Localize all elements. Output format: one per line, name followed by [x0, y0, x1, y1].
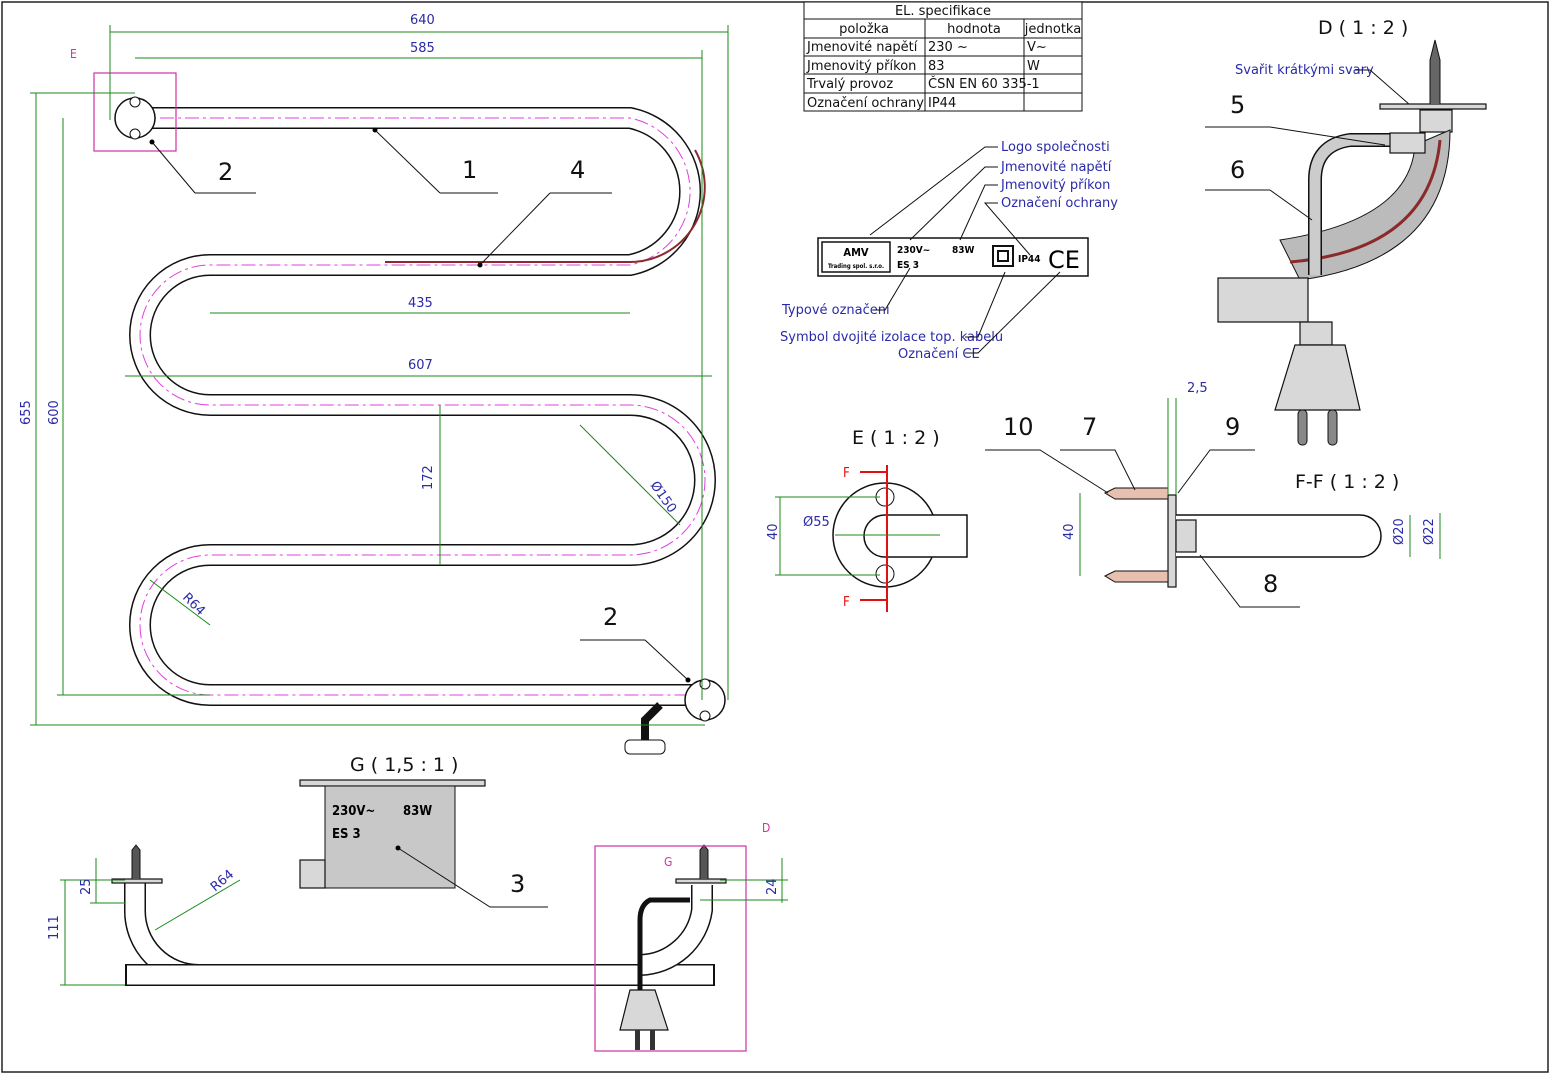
- part_numbers-7: 7: [1082, 413, 1097, 441]
- detail-e-marker: E: [70, 47, 77, 61]
- spec_table-rows-2-0: Trvalý provoz: [806, 77, 893, 92]
- plug-icon: [1274, 344, 1361, 411]
- dimensions-d20: Ø20: [1392, 518, 1407, 545]
- label_plate-type: ES 3: [897, 260, 919, 271]
- label_plate-voltage: 230V~: [332, 804, 375, 819]
- views-d_marker: D: [762, 821, 770, 835]
- spec-table: EL. specifikace položka hodnota jednotka…: [803, 1, 1083, 112]
- spec_table-rows-0-2: V~: [1027, 40, 1047, 55]
- towel-rail-side-view: D G 111 25 24 R64: [47, 821, 788, 1052]
- label_plate-logo_sub: Trading spol. s.r.o.: [828, 263, 884, 270]
- views-f_marker: F: [843, 466, 850, 481]
- label_plate-voltage: 230V~: [897, 245, 930, 256]
- spec_table-headers-0: položka: [839, 22, 889, 37]
- spec_table-title: EL. specifikace: [895, 4, 991, 19]
- spec_table-rows-3-1: IP44: [928, 96, 956, 111]
- label_plate-callouts-2: Jmenovitý příkon: [1000, 178, 1110, 193]
- ce-mark: CE: [1048, 246, 1080, 274]
- views-g_marker: G: [664, 855, 672, 869]
- label_plate-callouts-6: Označení CE: [898, 347, 980, 362]
- part_numbers-1: 2: [218, 158, 233, 186]
- label_plate-power: 83W: [403, 804, 432, 819]
- views-g: G ( 1,5 : 1 ): [350, 754, 458, 776]
- part_numbers-10: 10: [1003, 413, 1034, 441]
- dimensions-d150: Ø150: [647, 479, 679, 516]
- views-ff: F-F ( 1 : 2 ): [1295, 471, 1399, 493]
- dimensions-r64a: R64: [179, 590, 208, 619]
- part_numbers-3: 3: [510, 870, 525, 898]
- dimensions-d24: 24: [765, 878, 780, 895]
- views-e: E ( 1 : 2 ): [852, 427, 940, 449]
- dimensions-r64b: R64: [208, 867, 237, 895]
- views-weld_note: Svařit krátkými svary: [1235, 63, 1374, 78]
- dimensions-d40a: 40: [766, 523, 781, 540]
- label_plate-type: ES 3: [332, 827, 361, 842]
- dimensions-d22: Ø22: [1422, 518, 1437, 545]
- detail-e-view: E ( 1 : 2 ) F F 40 Ø55: [766, 427, 968, 612]
- spec_table-rows-1-2: W: [1027, 59, 1040, 74]
- part_numbers-0: 1: [462, 156, 477, 184]
- dimensions-d172: 172: [421, 465, 436, 490]
- section-ff-view: F-F ( 1 : 2 ) 40 Ø20 Ø22 2,5 10 7 9 8: [985, 381, 1441, 608]
- part_numbers-8: 8: [1263, 570, 1278, 598]
- dimensions-d40b: 40: [1062, 523, 1077, 540]
- double-insulation-icon: [992, 245, 1014, 267]
- plug-icon: [624, 739, 666, 755]
- towel-rail-front-view: E: [70, 47, 726, 755]
- dimensions-d655: 655: [19, 400, 34, 425]
- spec_table-headers-1: hodnota: [947, 22, 1001, 37]
- part_numbers-4: 4: [570, 156, 585, 184]
- part_numbers-6: 6: [1230, 156, 1245, 184]
- views-d: D ( 1 : 2 ): [1318, 17, 1408, 39]
- label_plate-ip: IP44: [1018, 254, 1040, 265]
- dimensions-d435: 435: [408, 296, 433, 311]
- spec_table-rows-2-1: ČSN EN 60 335-1: [928, 76, 1040, 92]
- label_plate-callouts-1: Jmenovité napětí: [1000, 160, 1112, 175]
- spec_table-rows-0-0: Jmenovité napětí: [806, 40, 918, 55]
- label_plate-callouts-3: Označení ochrany: [1001, 196, 1118, 211]
- part_numbers-5: 5: [1230, 91, 1245, 119]
- dimensions-d111: 111: [47, 915, 62, 940]
- label_plate-callouts-0: Logo společnosti: [1001, 140, 1110, 155]
- label_plate-callouts-4: Typové označení: [781, 303, 890, 318]
- plug-icon: [619, 989, 669, 1031]
- spec_table-rows-1-0: Jmenovitý příkon: [806, 59, 916, 74]
- dimensions-d640: 640: [410, 13, 435, 28]
- dimensions-d607: 607: [408, 358, 433, 373]
- detail-g-view: G ( 1,5 : 1 ) 230V~ 83W ES 3 3: [299, 754, 548, 908]
- label_plate-power: 83W: [952, 245, 975, 256]
- label_plate-logo: AMV: [843, 246, 869, 259]
- dimensions-d25: 25: [79, 878, 94, 895]
- views-f_marker: F: [843, 595, 850, 610]
- spec_table-rows-3-0: Označení ochrany: [807, 96, 924, 111]
- spec_table-headers-2: jednotka: [1024, 22, 1081, 37]
- part_numbers-2: 2: [603, 603, 618, 631]
- label_plate-callouts-5: Symbol dvojité izolace top. kabelu: [780, 330, 1003, 345]
- spec_table-rows-0-1: 230 ~: [928, 40, 968, 55]
- part-leaders: 1 2 4 2: [149, 127, 691, 683]
- dimensions-d25b: 2,5: [1187, 381, 1208, 396]
- label-plate: AMV Trading spol. s.r.o. 230V~ ES 3 83W …: [780, 140, 1118, 362]
- heating-cable: [385, 149, 706, 263]
- dimensions-d585: 585: [410, 41, 435, 56]
- dimensions-d55: Ø55: [803, 515, 830, 530]
- part_numbers-9: 9: [1225, 413, 1240, 441]
- spec_table-rows-1-1: 83: [928, 59, 945, 74]
- dimensions-d600: 600: [47, 400, 62, 425]
- detail-d-view: D ( 1 : 2 ) Svařit krátkými svary 5 6: [1205, 17, 1487, 446]
